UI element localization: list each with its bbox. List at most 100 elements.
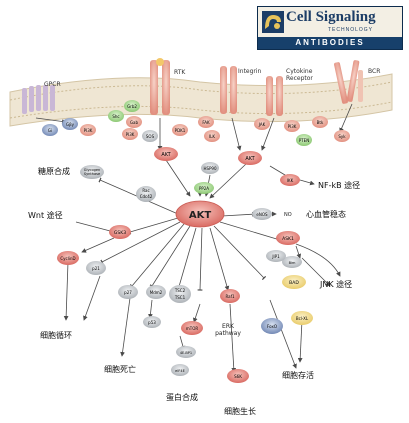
node-ilk-label: ILK	[209, 134, 215, 139]
gpcr-label: GPCR	[44, 81, 61, 88]
brand-technology: TECHNOLOGY	[328, 27, 374, 33]
node-raf1-label: Raf1	[225, 294, 235, 299]
rtk-label: RTK	[174, 69, 186, 76]
node-enos-label: eNOS	[256, 212, 268, 217]
node-pi3k-rtk	[122, 128, 138, 140]
node-pp2a	[194, 182, 214, 194]
node-ikk-label: IKK	[287, 178, 294, 183]
rtk-receptor: RTK	[150, 58, 186, 115]
outcome-cell-death: 细胞死亡	[104, 364, 136, 374]
integrin-receptor: Integrin	[220, 66, 262, 114]
node-akt-central-label: AKT	[189, 210, 211, 221]
outcome-cell-growth: 细胞生长	[224, 406, 256, 416]
node-akt-central	[175, 200, 225, 228]
node-cdc42	[136, 186, 156, 202]
node-pten	[296, 134, 312, 146]
node-ask1-label: ASK1	[282, 236, 294, 242]
node-bcl-xl	[291, 311, 313, 325]
node-mdm2-label: Mdm2	[150, 290, 163, 295]
node-hsp90	[201, 162, 219, 174]
node-syk-label: Syk	[338, 134, 346, 139]
node-pi3k-cyto-label: PI3K	[288, 124, 297, 129]
node-p53-label: p53	[148, 320, 156, 325]
node-fak	[198, 116, 214, 128]
node-pi3k-rtk-label: PI3K	[126, 132, 135, 137]
node-mtor-label: mTOR	[186, 326, 198, 331]
node-ilk	[204, 130, 220, 142]
node-sos-label: SOS	[146, 134, 155, 139]
integrin-label: Integrin	[238, 68, 262, 75]
node-pi3k-gpcr	[80, 124, 96, 136]
node-cdc42-label: Cdc42	[140, 194, 153, 199]
brand-name: Cell Signaling	[286, 9, 376, 25]
node-shc	[108, 110, 124, 122]
node-s6k-label: S6K	[234, 374, 242, 379]
outcome-jnk-pathway: JNK 途径	[319, 279, 352, 289]
node-pdk1-top-label: PDK1	[175, 128, 186, 133]
node-syk	[334, 130, 350, 142]
node-pi3k-gpcr-label: PI3K	[84, 128, 93, 133]
node-bcl-xl-label: Bcl-XL	[296, 316, 309, 321]
node-tsc2-label: TSC2	[174, 288, 186, 293]
node-p21-label: p21	[92, 266, 100, 271]
node-gab	[126, 116, 142, 128]
node-tsc	[169, 285, 191, 303]
node-btk-label: Btk	[317, 120, 324, 125]
node-akt-left	[154, 147, 178, 161]
node-hsp90-label: HSP90	[203, 166, 217, 171]
node-gi	[42, 124, 58, 136]
node-pten-label: PTEN	[299, 138, 309, 143]
brand-header: Cell Signaling TECHNOLOGY	[258, 7, 402, 37]
brand-product: ANTIBODIES	[295, 38, 365, 47]
node-raf1	[220, 289, 240, 303]
node-ask1	[276, 231, 300, 245]
node-p27-label: p27	[124, 290, 132, 295]
node-rac-label: Rac	[142, 188, 149, 193]
node-foxo	[261, 318, 283, 334]
outcome-nfkb-pathway: NF-kB 途径	[318, 180, 360, 190]
node-glycogen-synthase	[80, 165, 104, 179]
node-grb2	[124, 100, 140, 112]
node-eif4e	[171, 364, 189, 376]
brand-logo-box: Cell Signaling TECHNOLOGY ANTIBODIES	[257, 6, 403, 50]
node-gbeta	[62, 118, 78, 130]
node-gbeta-label: Gβγ	[66, 122, 75, 127]
node-p21	[86, 261, 106, 275]
node-p53	[143, 316, 161, 328]
outcome-cell-cycle: 细胞循环	[40, 330, 72, 340]
node-ikk	[280, 174, 300, 186]
node-gi-label: Gi	[48, 128, 52, 133]
outcome-protein-synthesis: 蛋白合成	[166, 392, 198, 402]
node-fak-label: FAK	[202, 120, 210, 125]
edge-ask1-jnk	[295, 243, 341, 277]
outcome-wnt-pathway: Wnt 途径	[28, 210, 63, 220]
node-jak-label: JAK	[258, 122, 266, 127]
node-gab-label: Gab	[130, 120, 139, 125]
membrane-nodes: Gi Gβγ PI3K Shc Grb2 Gab PI3K SOS PDK1 F…	[42, 100, 350, 146]
node-btk	[312, 116, 328, 128]
node-jak	[254, 118, 270, 130]
node-s6k	[227, 369, 249, 383]
node-gsk3	[109, 225, 131, 239]
node-bim-label: Bim	[289, 261, 296, 265]
node-enos	[252, 208, 272, 220]
node-pi3k-cyto	[284, 120, 300, 132]
node-bad	[282, 275, 306, 289]
gpcr-receptor: GPCR	[22, 81, 61, 114]
cell-membrane	[9, 73, 393, 127]
node-p27	[118, 285, 138, 299]
node-sos	[142, 130, 158, 142]
node-shc-label: Shc	[112, 114, 119, 119]
node-gsk3-label: GSK3	[114, 230, 126, 236]
node-4ebp1	[176, 346, 196, 358]
node-eif4e-label: eIF4E	[175, 369, 185, 373]
node-no-label: NO	[284, 212, 292, 218]
node-tsc1-label: TSC1	[174, 295, 186, 300]
node-cyclind	[57, 251, 79, 265]
bcr-receptor: BCR	[334, 60, 380, 104]
node-akt-right-label: AKT	[245, 156, 255, 162]
outcome-cardiovascular-homeostasis: 心血管稳态	[306, 209, 346, 219]
